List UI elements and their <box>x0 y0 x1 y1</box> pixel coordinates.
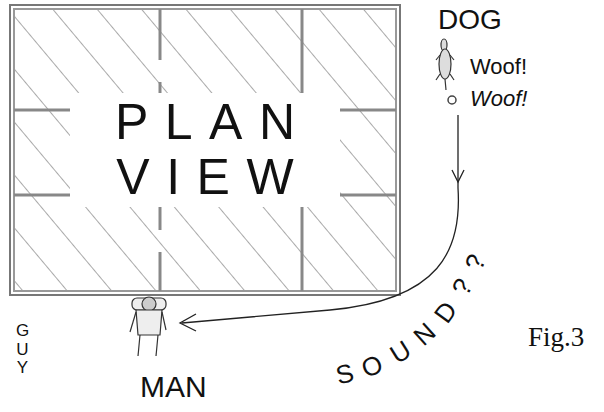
bark-text: Woof! <box>470 88 527 110</box>
interior-walls <box>14 9 396 291</box>
plan-title: PLAN VIEW <box>70 93 340 207</box>
dog-label: DOG <box>438 6 502 34</box>
bark-text: Woof! <box>470 56 527 78</box>
outer-wall-inner <box>14 9 396 291</box>
plan-outline: PLAN VIEW <box>10 5 400 295</box>
dog-figure <box>436 39 454 90</box>
figure-caption: Fig.3 <box>528 324 584 351</box>
guy-label: GUY <box>14 322 31 378</box>
outer-wall <box>10 5 400 295</box>
sound-label: SOUND?? <box>0 0 1 1</box>
man-figure <box>130 297 166 356</box>
room-hatching <box>14 9 396 291</box>
man-label: MAN <box>140 372 207 402</box>
sound-source <box>448 96 456 104</box>
